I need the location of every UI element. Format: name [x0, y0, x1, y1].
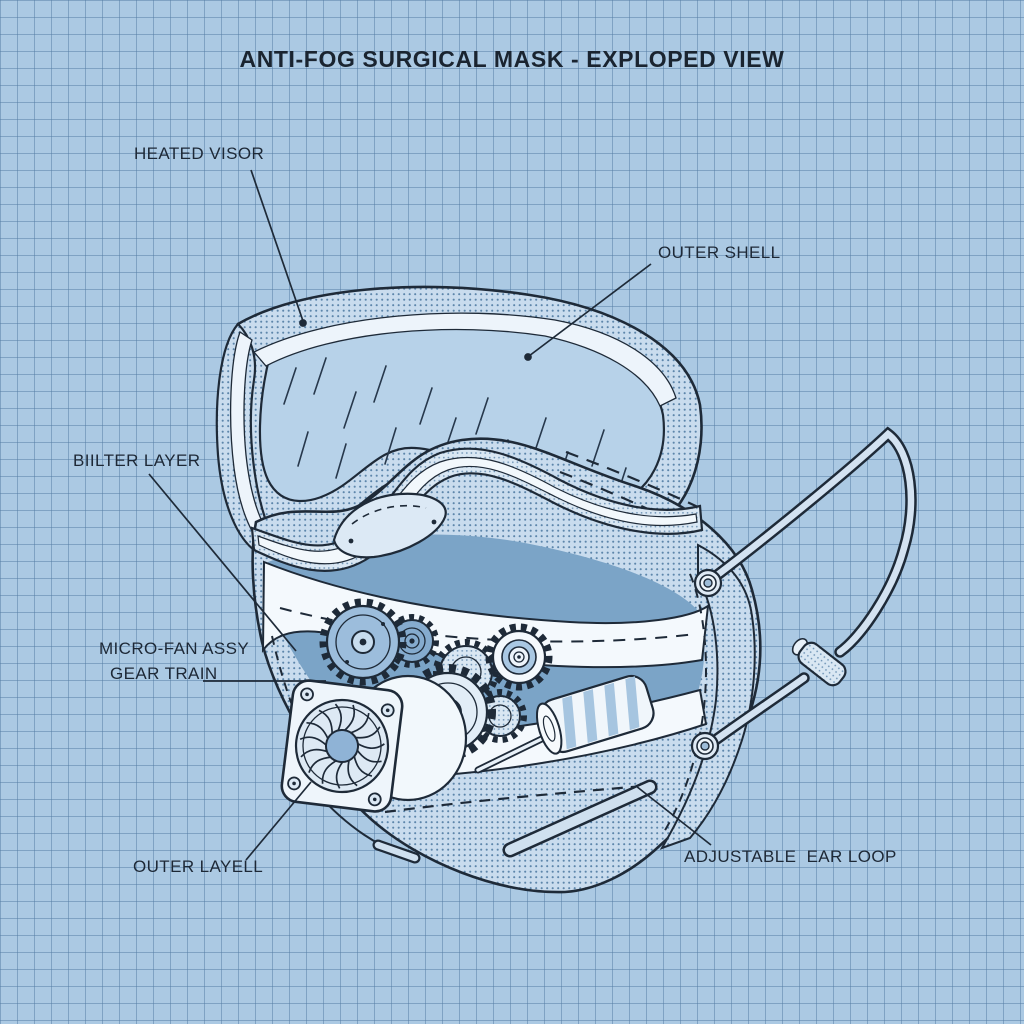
fan-screws	[287, 687, 395, 807]
ear-loop-cord-upper	[712, 429, 915, 656]
gear-right-white	[485, 623, 553, 691]
nose-pad	[332, 492, 447, 559]
label-heated-visor: HEATED VISOR	[134, 144, 265, 163]
micro-fan-illustration	[280, 674, 468, 813]
eyelet-bottom	[690, 731, 720, 761]
leader-ear-loop	[635, 785, 712, 846]
visor-top-highlight	[252, 312, 677, 407]
top-right-seam-2	[559, 470, 693, 531]
leader-heated-visor	[250, 169, 304, 322]
ear-loop-cord-lower	[706, 674, 808, 748]
leader-lines	[148, 169, 712, 861]
diagram-title: ANTI-FOG SURGICAL MASK - EXPLOPED VIEW	[239, 46, 785, 72]
right-edge-stitch	[663, 573, 707, 833]
leader-outer-layer	[245, 781, 312, 861]
gear-large-left	[319, 598, 407, 686]
nose-pad-stitch	[351, 504, 427, 525]
fan-hub	[325, 729, 359, 763]
leader-outer-shell	[528, 263, 652, 357]
ear-loop-illustration	[690, 426, 917, 761]
battery-stripes	[562, 676, 640, 750]
nose-pad-rivet-left	[348, 538, 354, 544]
label-filter-layer: BIILTER LAYER	[73, 451, 201, 470]
label-outer-layer: OUTER LAYELL	[133, 857, 264, 876]
battery-illustration	[474, 674, 655, 774]
right-edge-band	[659, 543, 756, 850]
label-outer-shell: OUTER SHELL	[658, 243, 781, 262]
battery-end-cap-inner	[542, 715, 556, 742]
nose-bridge-group	[250, 447, 704, 572]
fan-blades	[299, 703, 385, 789]
bottom-slot-long	[505, 782, 655, 855]
nose-pad-rivet-right	[431, 519, 437, 525]
battery-end-cap	[535, 702, 563, 755]
ear-loop-adjuster	[797, 641, 847, 687]
eyelet-top	[693, 568, 723, 598]
label-gear-train: GEAR TRAIN	[110, 664, 218, 683]
fan-screw-dots	[292, 692, 390, 802]
label-micro-fan: MICRO-FAN ASSY	[99, 639, 250, 658]
top-right-seam-1	[565, 450, 701, 509]
bottom-slot-small	[374, 841, 419, 862]
label-ear-loop: ADJUSTABLE EAR LOOP	[684, 847, 897, 866]
leader-filter-layer	[148, 473, 297, 652]
